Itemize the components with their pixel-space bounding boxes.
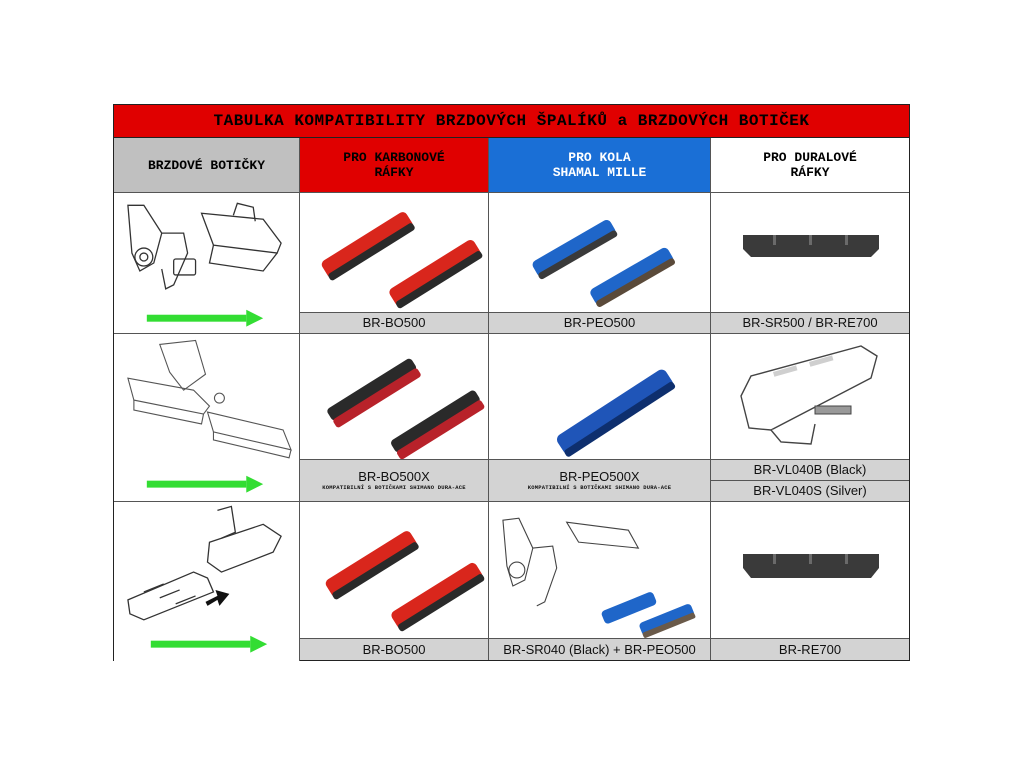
- row2-alloy-label-black: BR-VL040B (Black): [711, 460, 909, 481]
- row3-alloy-pad-image: [711, 502, 909, 639]
- row1-carbon-label-text: BR-BO500: [362, 315, 426, 330]
- row2-carbon-pads-image: [300, 334, 489, 460]
- row1-alloy-label: BR-SR500 / BR-RE700: [711, 313, 909, 334]
- header-shamal-line1: PRO KOLA: [568, 150, 631, 165]
- row3-shamal-label: BR-SR040 (Black) + BR-PEO500: [489, 639, 711, 660]
- header-alloy-line2: RÁFKY: [790, 165, 830, 180]
- row3-shamal-kit-image: [489, 502, 711, 639]
- row2-carbon-note: KOMPATIBILNÍ S BOTIČKAMI SHIMANO DURA-AC…: [322, 484, 466, 491]
- header-alloy-line1: PRO DURALOVÉ: [763, 150, 857, 165]
- row2-shoe-illustration: [114, 334, 300, 502]
- table-title: TABULKA KOMPATIBILITY BRZDOVÝCH ŠPALÍKŮ …: [114, 105, 909, 138]
- row1-alloy-pad-image: [711, 193, 909, 313]
- row2-shamal-label-text: BR-PEO500X: [559, 469, 640, 484]
- row2-carbon-label-text: BR-BO500X: [358, 469, 430, 484]
- row2-shamal-label: BR-PEO500X KOMPATIBILNÍ S BOTIČKAMI SHIM…: [489, 460, 711, 502]
- row2-shamal-note: KOMPATIBILNÍ S BOTIČKAMI SHIMANO DURA-AC…: [527, 484, 672, 491]
- row2-alloy-label-silver: BR-VL040S (Silver): [711, 481, 909, 502]
- row1-shoe-illustration: [114, 193, 300, 334]
- row2-shamal-pad-image: [489, 334, 711, 460]
- header-brake-shoes-text: BRZDOVÉ BOTIČKY: [147, 157, 266, 173]
- header-brake-shoes: BRZDOVÉ BOTIČKY: [114, 138, 300, 193]
- row3-carbon-pads-image: [300, 502, 489, 639]
- header-carbon-line1: PRO KARBONOVÉ: [343, 150, 445, 165]
- green-arrow-icon: [150, 635, 268, 653]
- row2-carbon-label: BR-BO500X KOMPATIBILNÍ S BOTIČKAMI SHIMA…: [300, 460, 489, 502]
- row3-carbon-label: BR-BO500: [300, 639, 489, 660]
- row3-shamal-label-text: BR-SR040 (Black) + BR-PEO500: [503, 641, 696, 657]
- row1-carbon-pads-image: [300, 193, 489, 313]
- compatibility-table: TABULKA KOMPATIBILITY BRZDOVÝCH ŠPALÍKŮ …: [113, 104, 910, 661]
- header-shamal-wheels: PRO KOLA SHAMAL MILLE: [489, 138, 711, 193]
- green-arrow-icon: [146, 475, 264, 493]
- row2-alloy-label-black-text: BR-VL040B (Black): [753, 462, 867, 477]
- row1-carbon-label: BR-BO500: [300, 313, 489, 334]
- header-carbon-line2: RÁFKY: [374, 165, 414, 180]
- row3-shoe-illustration: [114, 502, 300, 661]
- row3-alloy-label: BR-RE700: [711, 639, 909, 660]
- row1-shamal-label: BR-PEO500: [489, 313, 711, 334]
- row3-alloy-label-text: BR-RE700: [778, 641, 842, 657]
- row1-shamal-label-text: BR-PEO500: [563, 315, 636, 330]
- row3-carbon-label-text: BR-BO500: [362, 641, 426, 657]
- header-alloy-rims: PRO DURALOVÉ RÁFKY: [711, 138, 909, 193]
- row1-alloy-label-text: BR-SR500 / BR-RE700: [742, 315, 878, 330]
- row2-alloy-label-silver-text: BR-VL040S (Silver): [753, 483, 867, 498]
- header-shamal-line2: SHAMAL MILLE: [552, 165, 647, 180]
- green-arrow-icon: [146, 309, 264, 327]
- row2-alloy-shoe-image: [711, 334, 909, 460]
- row1-shamal-pads-image: [489, 193, 711, 313]
- header-carbon-rims: PRO KARBONOVÉ RÁFKY: [300, 138, 489, 193]
